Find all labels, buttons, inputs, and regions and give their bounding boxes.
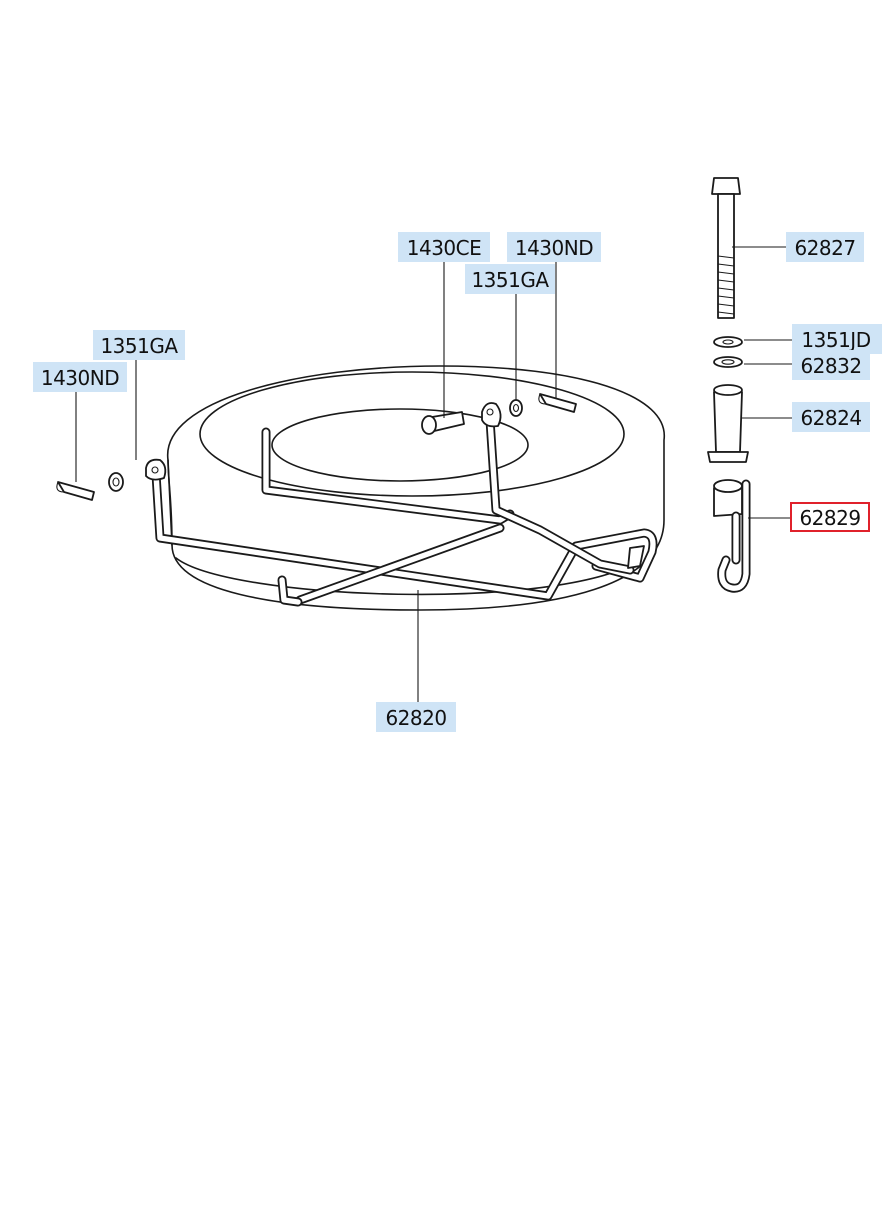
- callout-62829-text: 62829: [799, 506, 860, 530]
- callout-1351ga-top-text: 1351GA: [471, 268, 549, 292]
- right-parts-drawing: [707, 177, 751, 593]
- callout-62832-text: 62832: [800, 354, 861, 378]
- callout-62829-selected[interactable]: 62829: [790, 502, 870, 532]
- hardware-drawing: [56, 393, 577, 501]
- callout-1351ga-left-text: 1351GA: [100, 334, 178, 358]
- callout-62824-text: 62824: [800, 406, 861, 430]
- callout-1351jd-text: 1351JD: [801, 328, 870, 352]
- carrier-frame-drawing: [145, 402, 658, 607]
- callout-62820-text: 62820: [385, 706, 446, 730]
- callout-62832[interactable]: 62832: [792, 350, 870, 380]
- callout-1351ga-top[interactable]: 1351GA: [465, 264, 555, 294]
- callout-1430ce-text: 1430CE: [407, 236, 482, 260]
- callout-62827[interactable]: 62827: [786, 232, 864, 262]
- callout-1430nd-left-text: 1430ND: [41, 366, 119, 390]
- callout-1351ga-left[interactable]: 1351GA: [93, 330, 185, 360]
- callout-62820[interactable]: 62820: [376, 702, 456, 732]
- callout-1430ce[interactable]: 1430CE: [398, 232, 490, 262]
- callout-62824[interactable]: 62824: [792, 402, 870, 432]
- callout-1430nd-top[interactable]: 1430ND: [507, 232, 601, 262]
- callout-1430nd-top-text: 1430ND: [515, 236, 593, 260]
- leader-lines: [75, 246, 794, 704]
- callout-1351jd[interactable]: 1351JD: [792, 324, 882, 354]
- callout-62827-text: 62827: [794, 236, 855, 260]
- callout-1430nd-left[interactable]: 1430ND: [33, 362, 127, 392]
